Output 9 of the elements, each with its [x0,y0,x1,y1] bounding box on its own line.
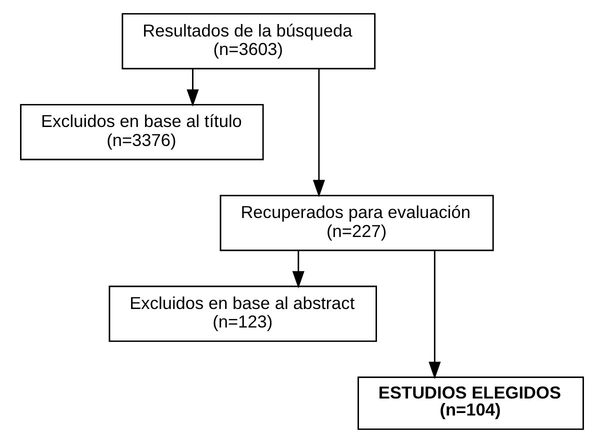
node-box: Recuperados para evaluación (n=227) [220,194,494,252]
node-box: Excluidos en base al título (n=3376) [20,104,264,160]
node-box: Excluidos en base al abstract (n=123) [108,286,377,342]
arrow [428,250,441,380]
node-box: ESTUDIOS ELEGIDOS (n=104) [358,376,584,430]
arrow [186,68,199,107]
arrow [292,250,304,288]
arrow [312,68,325,198]
node-box: Resultados de la búsqueda (n=3603) [122,13,376,70]
